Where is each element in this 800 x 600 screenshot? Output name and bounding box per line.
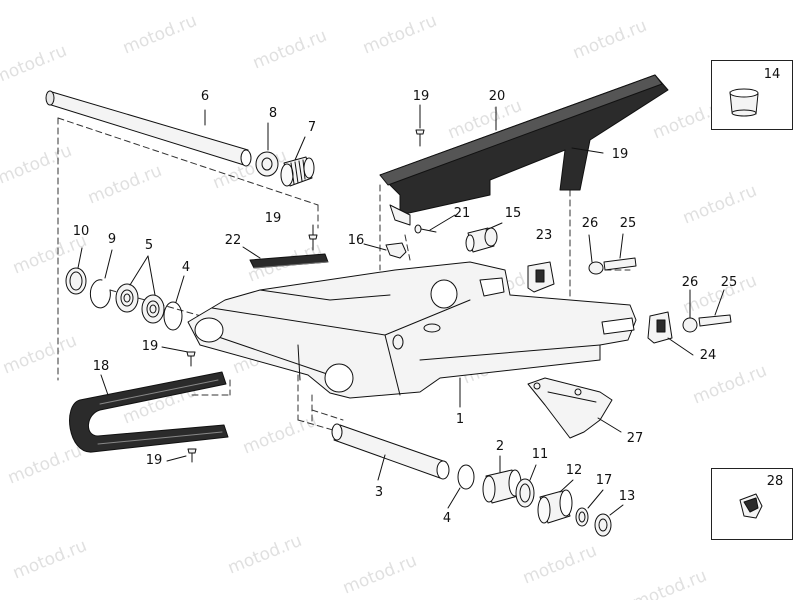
callout-20: 20 bbox=[488, 89, 506, 104]
part-nut-7 bbox=[280, 156, 315, 187]
part-bearing-5a bbox=[115, 283, 139, 313]
callout-9: 9 bbox=[107, 232, 117, 247]
callout-21: 21 bbox=[453, 206, 471, 221]
callout-17: 17 bbox=[595, 473, 613, 488]
callout-14: 14 bbox=[763, 67, 781, 82]
callout-11: 11 bbox=[531, 447, 549, 462]
leader-lines bbox=[77, 104, 725, 516]
part-block-24 bbox=[647, 311, 673, 344]
callout-2: 2 bbox=[495, 439, 505, 454]
callout-22: 22 bbox=[224, 233, 242, 248]
callout-16: 16 bbox=[347, 233, 365, 248]
callout-12: 12 bbox=[565, 463, 583, 478]
screw-icon bbox=[308, 234, 318, 251]
callout-25-top: 25 bbox=[619, 216, 637, 231]
part-clip-28 bbox=[739, 493, 763, 519]
callout-8: 8 bbox=[268, 106, 278, 121]
part-pivot-tube-3 bbox=[331, 423, 450, 480]
callout-19-bottom: 19 bbox=[145, 453, 163, 468]
callout-6: 6 bbox=[200, 89, 210, 104]
part-clip-16 bbox=[385, 242, 407, 259]
callout-15: 15 bbox=[504, 206, 522, 221]
callout-4-bottom: 4 bbox=[442, 511, 452, 526]
part-bushing-14 bbox=[729, 88, 759, 117]
callout-28: 28 bbox=[766, 474, 784, 489]
callout-18: 18 bbox=[92, 359, 110, 374]
part-swingarm-1 bbox=[187, 261, 637, 399]
callout-5: 5 bbox=[144, 238, 154, 253]
part-bearing-5b bbox=[141, 294, 165, 324]
callout-25-bottom: 25 bbox=[720, 275, 738, 290]
part-axle bbox=[45, 90, 252, 167]
part-ring-11 bbox=[515, 478, 535, 508]
part-nut-13 bbox=[594, 513, 612, 537]
part-washer-17 bbox=[575, 507, 589, 527]
screw-icon bbox=[187, 448, 197, 463]
part-ring-11-inner bbox=[519, 483, 531, 503]
part-block-23 bbox=[527, 261, 555, 293]
part-circlip-9 bbox=[89, 279, 111, 309]
part-ring-10-inner bbox=[69, 271, 83, 291]
part-oring-4b bbox=[457, 464, 475, 490]
part-ring-8 bbox=[255, 151, 279, 177]
part-bolt-25a bbox=[603, 257, 637, 271]
part-ring-10 bbox=[65, 267, 87, 295]
screw-icon bbox=[415, 129, 425, 147]
callout-27: 27 bbox=[626, 431, 644, 446]
callout-23: 23 bbox=[535, 228, 553, 243]
part-guard-27 bbox=[527, 377, 613, 439]
callout-3: 3 bbox=[374, 485, 384, 500]
part-nut-26a bbox=[588, 261, 604, 275]
part-bushing-2 bbox=[482, 469, 522, 504]
part-spacer-12 bbox=[537, 489, 573, 524]
callout-24: 24 bbox=[699, 348, 717, 363]
callout-19-chain: 19 bbox=[141, 339, 159, 354]
callout-26-top: 26 bbox=[581, 216, 599, 231]
part-oring-4a bbox=[163, 301, 183, 331]
callout-26-bottom: 26 bbox=[681, 275, 699, 290]
screw-icon bbox=[186, 351, 196, 367]
part-nut-26b bbox=[682, 317, 698, 333]
callout-1: 1 bbox=[455, 412, 465, 427]
part-slider-22 bbox=[249, 253, 329, 269]
callout-19-top: 19 bbox=[412, 89, 430, 104]
part-bolt-15 bbox=[465, 227, 498, 253]
callout-19-right: 19 bbox=[611, 147, 629, 162]
part-screw-21 bbox=[414, 224, 437, 234]
callout-13: 13 bbox=[618, 489, 636, 504]
part-washer-17-inner bbox=[578, 511, 586, 523]
callout-10: 10 bbox=[72, 224, 90, 239]
callout-7: 7 bbox=[307, 120, 317, 135]
part-bolt-25b bbox=[698, 314, 732, 327]
callout-4-left: 4 bbox=[181, 260, 191, 275]
part-chain-guard-20 bbox=[379, 74, 669, 226]
callout-19-mid: 19 bbox=[264, 211, 282, 226]
part-chain-slider-18 bbox=[69, 371, 229, 453]
